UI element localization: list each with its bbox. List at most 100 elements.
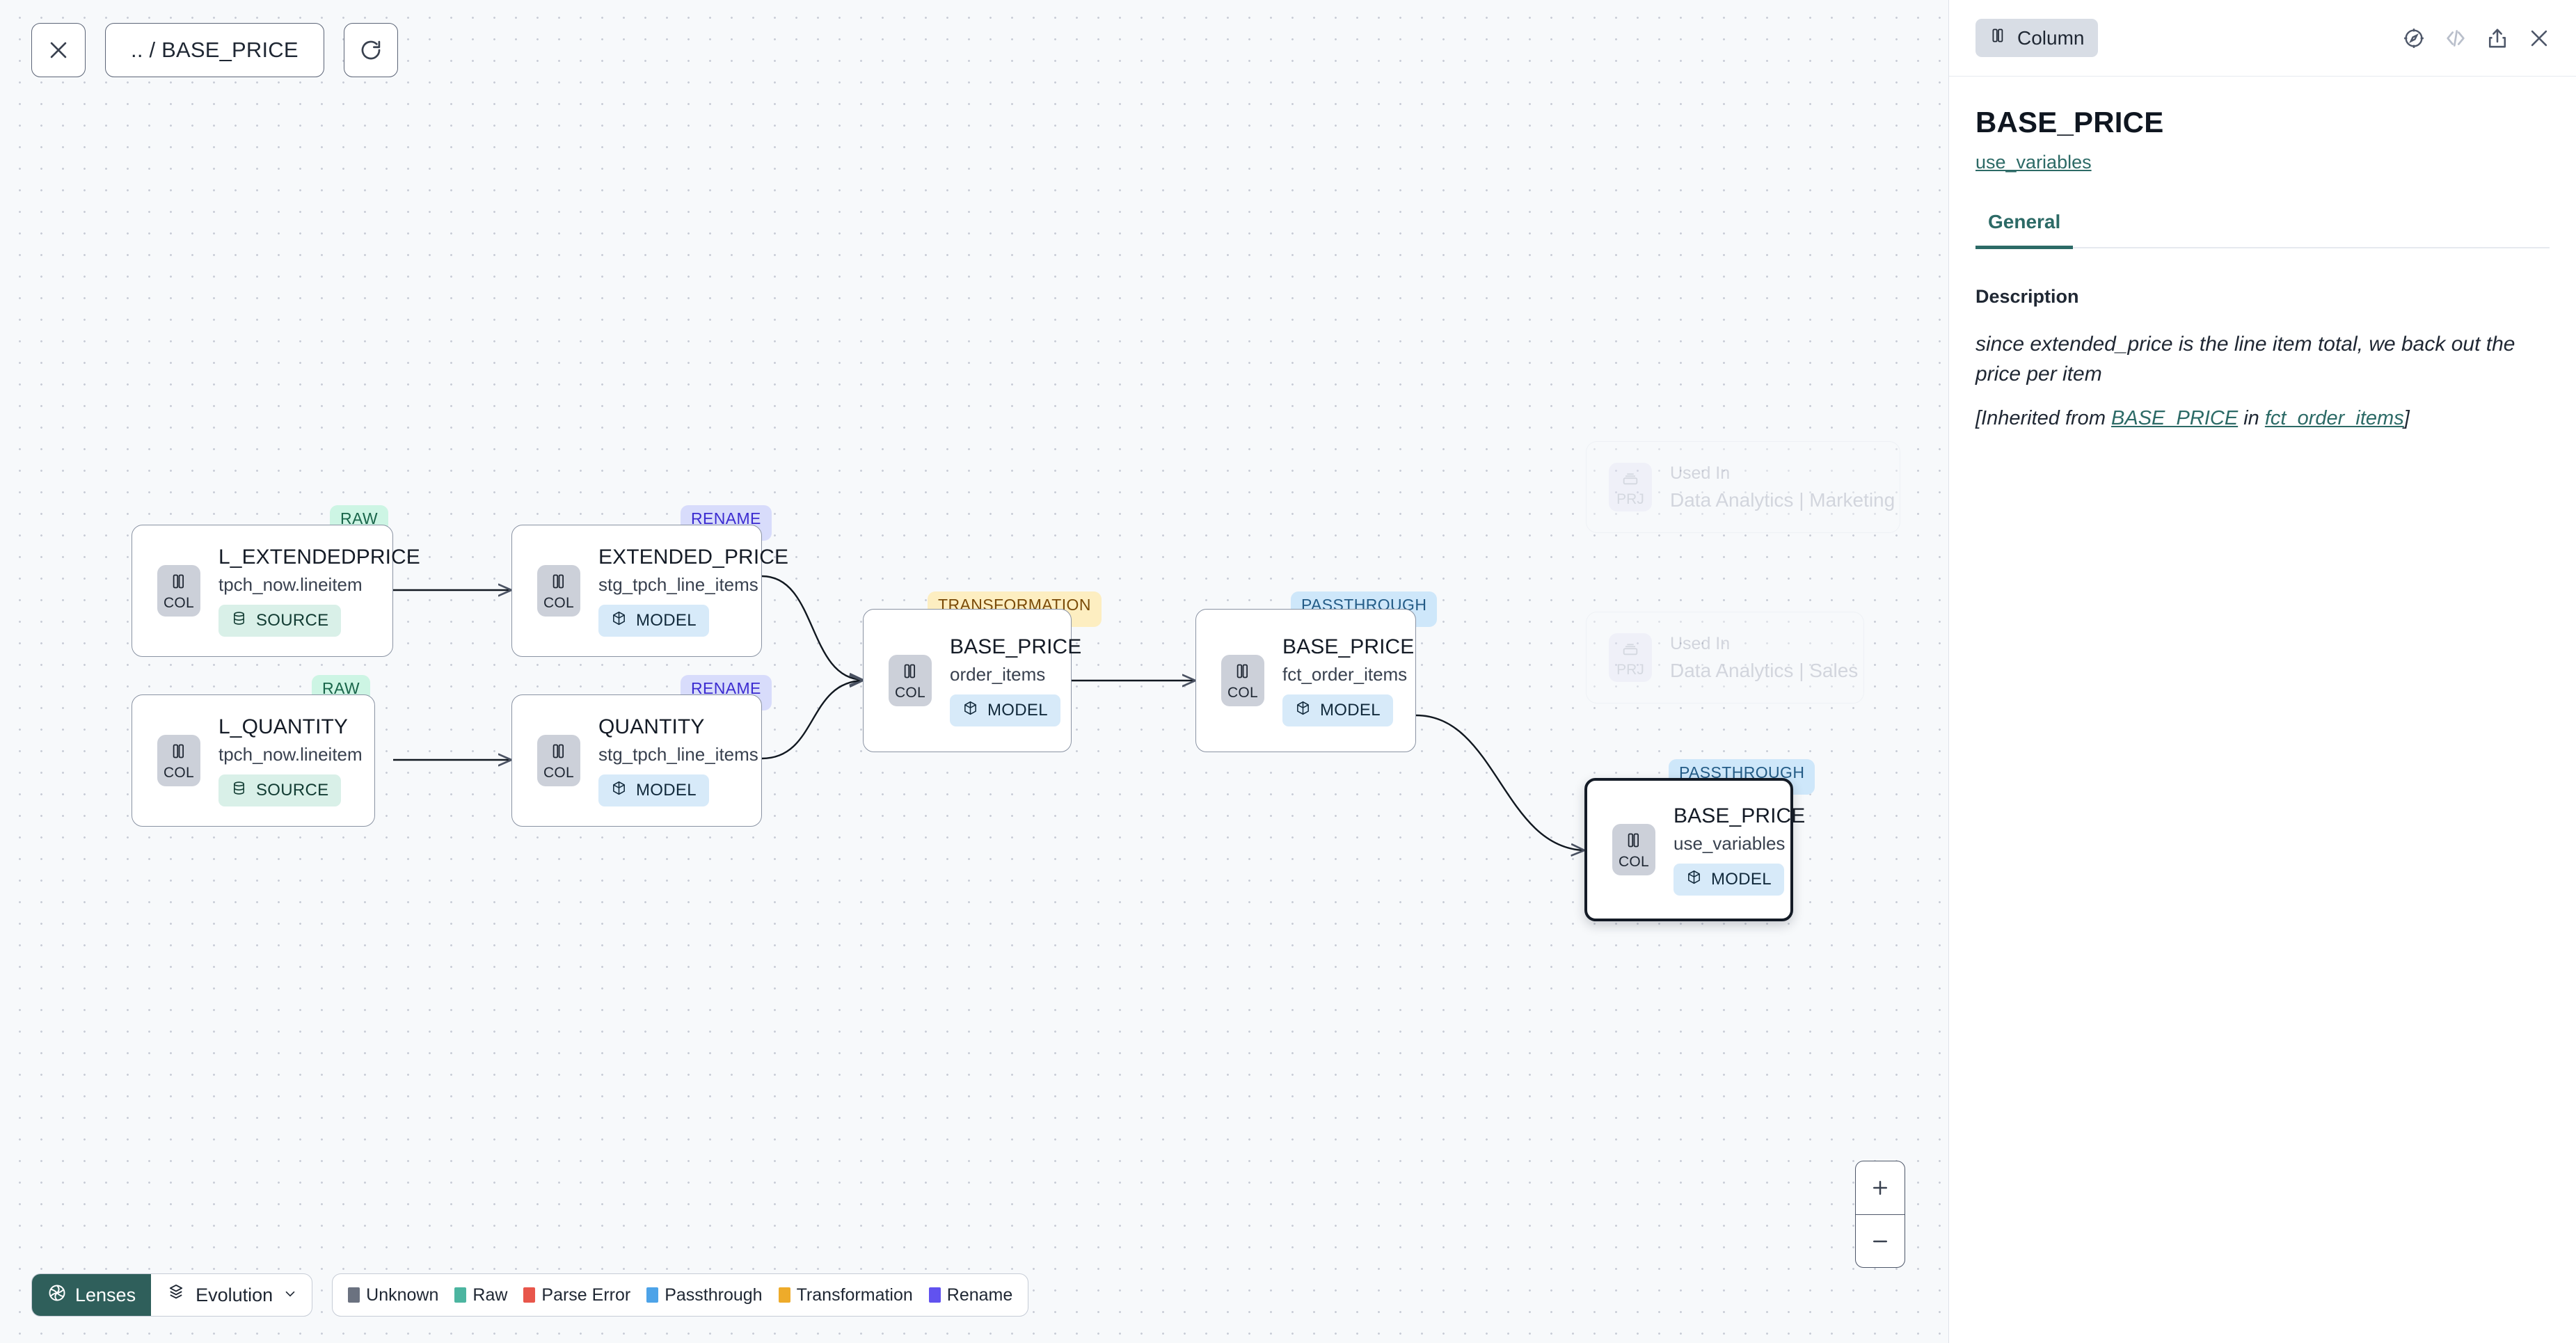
zoom-out-button[interactable] <box>1856 1214 1905 1267</box>
node-title: L_EXTENDEDPRICE <box>218 545 420 569</box>
inherited-model-link[interactable]: fct_order_items <box>2264 407 2404 430</box>
node-subtitle: tpch_now.lineitem <box>218 573 363 595</box>
database-icon <box>231 610 247 631</box>
share-icon[interactable] <box>2486 26 2509 50</box>
zoom-in-button[interactable] <box>1856 1161 1905 1214</box>
node-kind-label: SOURCE <box>256 610 329 630</box>
lineage-legend: Unknown Raw Parse Error Passthrough Tran… <box>332 1273 1029 1317</box>
graph-node-quantity[interactable]: COL QUANTITY stg_tpch_line_items MODEL <box>511 694 762 827</box>
legend-item[interactable]: Raw <box>454 1285 507 1305</box>
explore-icon[interactable] <box>2402 26 2426 50</box>
inherited-column-link[interactable]: BASE_PRICE <box>2111 407 2239 430</box>
plus-icon <box>1873 1181 1887 1195</box>
page-title: BASE_PRICE <box>1975 106 2164 138</box>
entity-type-label: Column <box>2017 26 2085 49</box>
col-chip: COL <box>157 565 200 617</box>
graph-node-l-quantity[interactable]: COL L_QUANTITY tpch_now.lineitem SOURCE <box>132 694 375 827</box>
column-icon <box>170 572 189 594</box>
legend-swatch-raw <box>454 1287 467 1303</box>
chevron-down-icon <box>283 1285 298 1306</box>
node-kind-label: MODEL <box>987 700 1048 720</box>
node-subtitle: order_items <box>950 663 1046 685</box>
zoom-controls <box>1855 1161 1905 1268</box>
description-text: since extended_price is the line item to… <box>1975 333 2515 386</box>
node-title: L_QUANTITY <box>218 715 349 738</box>
aperture-icon <box>47 1283 67 1308</box>
node-kind-label: MODEL <box>636 780 697 800</box>
used-in-card-marketing[interactable]: PRJ Used In Data Analytics | Marketing <box>1586 441 1900 533</box>
legend-label: Parse Error <box>541 1285 631 1305</box>
inherited-prefix: [Inherited from <box>1975 407 2112 430</box>
col-chip: COL <box>889 655 932 706</box>
legend-swatch-rename <box>928 1287 941 1303</box>
node-title: EXTENDED_PRICE <box>598 545 789 569</box>
refresh-icon <box>359 38 383 62</box>
legend-swatch-transformation <box>778 1287 790 1303</box>
col-chip: COL <box>1612 824 1655 875</box>
col-chip: COL <box>1221 655 1264 706</box>
tab-general[interactable]: General <box>1975 211 2074 249</box>
node-kind-label: MODEL <box>636 610 697 630</box>
cube-icon <box>611 610 627 631</box>
refresh-button[interactable] <box>343 23 398 77</box>
parent-model-link[interactable]: use_variables <box>1975 152 2092 173</box>
legend-item[interactable]: Parse Error <box>523 1285 630 1305</box>
prj-chip-label: PRJ <box>1616 662 1644 678</box>
database-icon <box>231 780 247 801</box>
legend-item[interactable]: Rename <box>928 1285 1013 1305</box>
node-subtitle: fct_order_items <box>1282 663 1408 685</box>
graph-node-l-extendedprice[interactable]: COL L_EXTENDEDPRICE tpch_now.lineitem SO… <box>132 525 420 657</box>
col-chip: COL <box>537 565 580 617</box>
lenses-button[interactable]: Lenses <box>32 1274 152 1316</box>
inherited-from-note: [Inherited from BASE_PRICE in fct_order_… <box>1975 407 2550 430</box>
legend-item[interactable]: Unknown <box>348 1285 438 1305</box>
node-kind-label: MODEL <box>1711 869 1772 889</box>
col-chip: COL <box>157 735 200 786</box>
graph-node-base-price-use-variables[interactable]: COL BASE_PRICE use_variables MODEL <box>1584 778 1805 921</box>
layers-icon <box>166 1283 186 1308</box>
breadcrumb-path-button[interactable]: .. / BASE_PRICE <box>105 23 324 77</box>
close-graph-button[interactable] <box>31 23 86 77</box>
col-chip-label: COL <box>163 764 195 781</box>
entity-type-chip[interactable]: Column <box>1975 19 2099 57</box>
lenses-group: Lenses Evolution <box>31 1273 313 1317</box>
project-icon <box>1621 638 1640 661</box>
graph-node-base-price-order-items[interactable]: COL BASE_PRICE order_items MODEL <box>863 609 1081 752</box>
graph-node-base-price-fct-order-items[interactable]: COL BASE_PRICE fct_order_items MODEL <box>1195 609 1416 752</box>
column-icon <box>550 742 569 764</box>
col-chip-label: COL <box>1618 853 1650 870</box>
cube-icon <box>1686 869 1702 890</box>
node-title: QUANTITY <box>598 715 705 738</box>
minus-icon <box>1873 1240 1887 1242</box>
graph-node-extended-price[interactable]: COL EXTENDED_PRICE stg_tpch_line_items M… <box>511 525 788 657</box>
legend-label: Unknown <box>366 1285 439 1305</box>
node-kind-badge: MODEL <box>950 694 1060 726</box>
code-icon[interactable] <box>2444 26 2467 50</box>
node-kind-badge: MODEL <box>1282 694 1393 726</box>
used-in-card-sales[interactable]: PRJ Used In Data Analytics | Sales <box>1586 612 1864 704</box>
cube-icon <box>611 780 627 801</box>
col-chip-label: COL <box>894 684 926 701</box>
col-chip-label: COL <box>163 594 195 611</box>
node-kind-label: SOURCE <box>256 780 329 800</box>
column-icon <box>550 572 569 594</box>
node-title: BASE_PRICE <box>1282 635 1415 658</box>
node-title: BASE_PRICE <box>1673 804 1806 827</box>
node-kind-badge: SOURCE <box>218 604 342 637</box>
details-tabs: General <box>1975 211 2550 249</box>
evolution-dropdown[interactable]: Evolution <box>151 1274 312 1316</box>
node-kind-badge: SOURCE <box>218 774 342 806</box>
node-kind-badge: MODEL <box>598 604 709 637</box>
legend-label: Transformation <box>796 1285 913 1305</box>
cube-icon <box>962 700 978 721</box>
canvas-toolbar: .. / BASE_PRICE <box>31 23 398 77</box>
legend-label: Rename <box>946 1285 1013 1305</box>
legend-item[interactable]: Passthrough <box>646 1285 763 1305</box>
node-subtitle: stg_tpch_line_items <box>598 743 758 765</box>
close-icon[interactable] <box>2527 26 2551 50</box>
legend-item[interactable]: Transformation <box>778 1285 913 1305</box>
description-label: Description <box>1975 286 2079 307</box>
lineage-canvas[interactable]: .. / BASE_PRICE PRJ Used In Data Analyti… <box>0 0 1948 1343</box>
col-chip-label: COL <box>543 594 575 611</box>
